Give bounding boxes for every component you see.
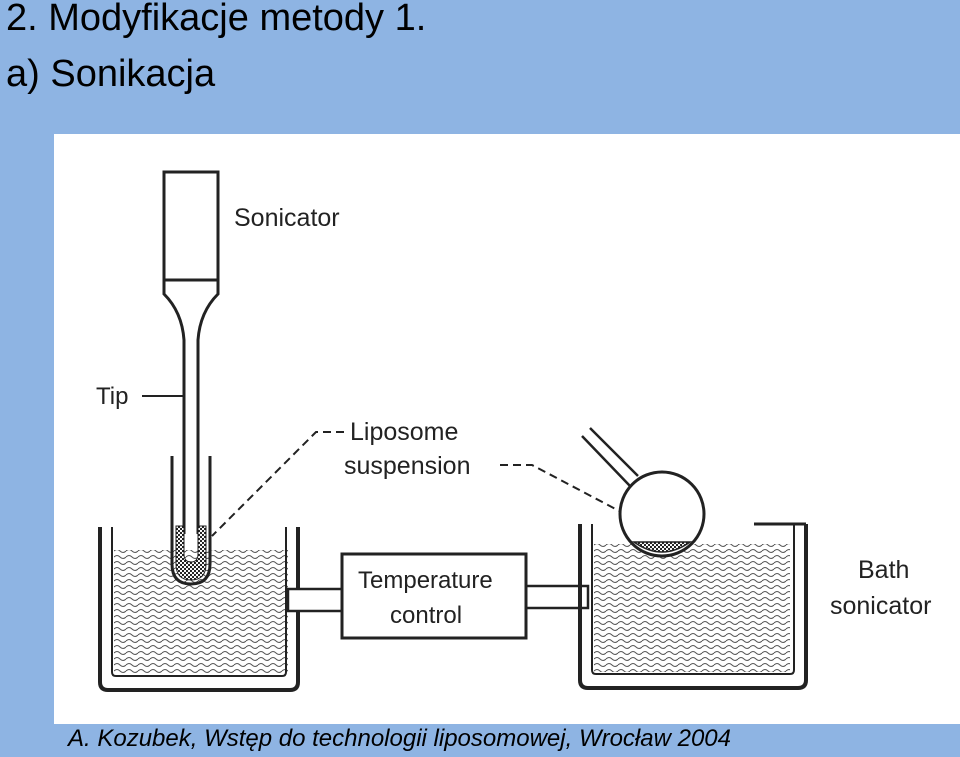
flask-neck bbox=[581, 427, 639, 487]
test-tube bbox=[170, 456, 212, 586]
round-bottom-flask bbox=[618, 470, 706, 558]
slide-title: 2. Modyfikacje metody 1. bbox=[6, 0, 427, 39]
sonication-diagram: Tip Sonicator Liposome suspension Temper… bbox=[54, 134, 960, 724]
liposome-label-line2: suspension bbox=[344, 452, 470, 480]
left-pipe bbox=[286, 587, 344, 613]
liposome-leader-right bbox=[500, 464, 645, 525]
temperature-control-box bbox=[340, 552, 528, 640]
sonicator-label: Sonicator bbox=[234, 204, 340, 232]
temperature-label-line2: control bbox=[390, 602, 462, 629]
bath-label-line1: Bath bbox=[858, 556, 909, 584]
sonicator-body bbox=[162, 170, 220, 282]
bath-sonicator bbox=[578, 524, 808, 690]
bath-label-line2: sonicator bbox=[830, 592, 931, 620]
sonicator-horn bbox=[162, 280, 220, 534]
liposome-leader-left bbox=[211, 431, 344, 537]
flask-liquid bbox=[631, 541, 693, 553]
source-citation: A. Kozubek, Wstęp do technologii liposom… bbox=[68, 725, 731, 752]
temperature-label-line1: Temperature bbox=[358, 567, 493, 594]
diagram-canvas: Tip Sonicator Liposome suspension Temper… bbox=[96, 170, 931, 692]
right-bath-liquid bbox=[594, 544, 790, 672]
tip-label: Tip bbox=[96, 383, 128, 410]
left-bath bbox=[98, 527, 300, 692]
slide-subtitle: a) Sonikacja bbox=[6, 53, 216, 95]
liposome-label-line1: Liposome bbox=[350, 418, 458, 446]
